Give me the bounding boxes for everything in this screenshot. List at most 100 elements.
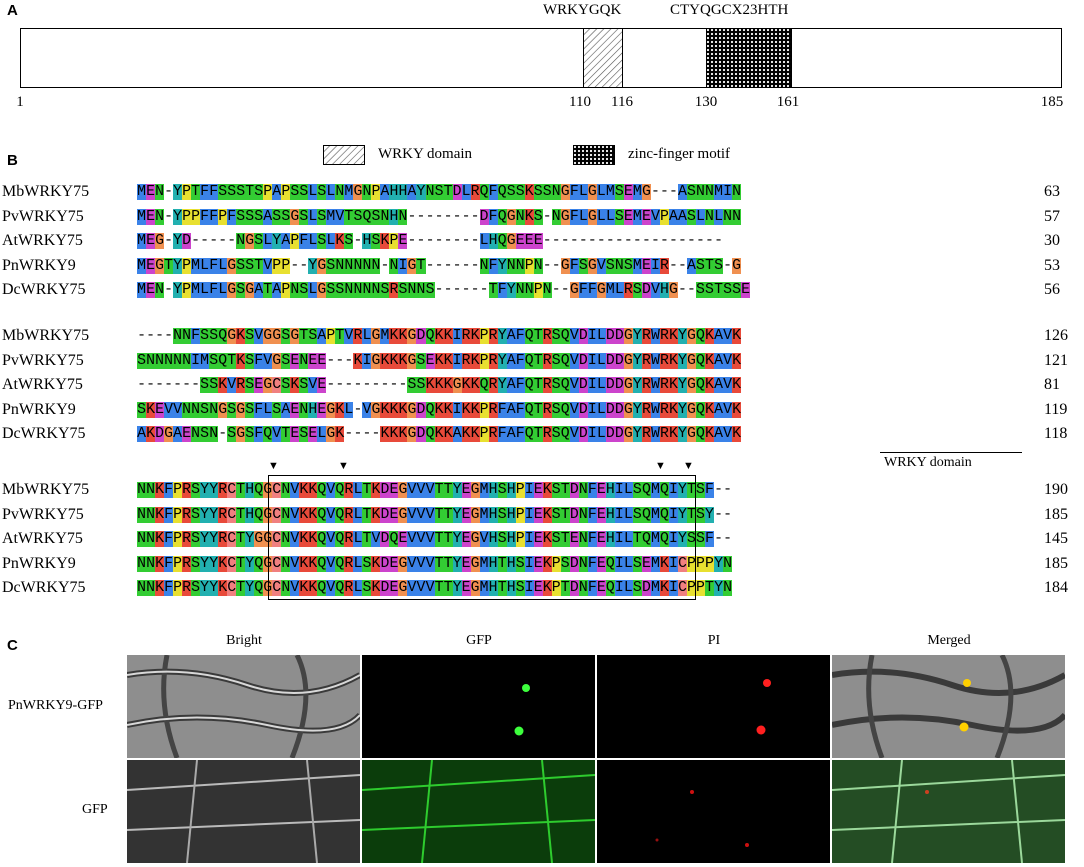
residue: - — [425, 257, 435, 274]
residue: K — [218, 580, 228, 596]
residue: N — [578, 555, 588, 572]
residue: - — [344, 426, 354, 442]
residue: - — [416, 233, 426, 249]
residue: V — [335, 208, 345, 225]
residue: S — [299, 184, 309, 200]
residue: Q — [524, 328, 534, 344]
residue: N — [281, 555, 291, 572]
residue: E — [389, 580, 399, 596]
residue: E — [389, 482, 399, 498]
residue: V — [254, 328, 264, 344]
residue: G — [263, 482, 273, 498]
residue: K — [155, 506, 165, 523]
residue: - — [416, 208, 426, 225]
residue: V — [326, 531, 336, 547]
residue: G — [506, 233, 516, 249]
sequence-end-position: 81 — [1044, 376, 1060, 393]
residue: S — [732, 282, 742, 298]
residue: P — [182, 257, 192, 274]
residue: C — [677, 555, 687, 572]
residue: F — [569, 257, 579, 274]
residue: V — [425, 482, 435, 498]
residue: F — [209, 208, 219, 225]
residue: - — [371, 426, 381, 442]
residue: F — [497, 401, 507, 418]
conserved-h-marker-2: ▼ — [683, 460, 694, 472]
residue: - — [209, 233, 219, 249]
residue: - — [218, 426, 228, 442]
residue: K — [308, 531, 318, 547]
residue: M — [650, 531, 660, 547]
residue: L — [578, 184, 588, 200]
residue: K — [155, 555, 165, 572]
residue: N — [155, 208, 165, 225]
residue: P — [515, 482, 525, 498]
residue: K — [542, 555, 552, 572]
residue: R — [488, 377, 498, 393]
residue: P — [173, 555, 183, 572]
residue: I — [524, 482, 534, 498]
residue: S — [551, 377, 561, 393]
residue: D — [605, 328, 615, 344]
residue: - — [551, 257, 561, 274]
residue: - — [461, 208, 471, 225]
residue: S — [542, 184, 552, 200]
residue: P — [686, 555, 696, 572]
residue: - — [452, 233, 462, 249]
residue: Y — [173, 184, 183, 200]
residue: - — [668, 257, 678, 274]
residue: K — [146, 401, 156, 418]
residue: I — [587, 328, 597, 344]
residue: S — [272, 401, 282, 418]
residue: T — [533, 401, 543, 418]
residue: E — [533, 555, 543, 572]
residue: C — [272, 555, 282, 572]
residue: K — [470, 377, 480, 393]
residue: M — [479, 482, 489, 498]
residue: - — [470, 233, 480, 249]
residue: K — [299, 482, 309, 498]
residue: G — [398, 580, 408, 596]
residue: F — [587, 555, 597, 572]
residue: K — [668, 401, 678, 418]
residue: - — [650, 184, 660, 200]
residue: K — [155, 482, 165, 498]
residue: N — [524, 282, 534, 298]
residue: - — [434, 282, 444, 298]
residue: V — [569, 328, 579, 344]
residue: V — [407, 580, 417, 596]
sequence-end-position: 30 — [1044, 232, 1060, 249]
residue: M — [380, 328, 390, 344]
residue: V — [407, 555, 417, 572]
wrky-domain-box — [583, 28, 623, 88]
residue: N — [362, 257, 372, 274]
residue: A — [272, 184, 282, 200]
residue: - — [659, 233, 669, 249]
residue: Q — [362, 208, 372, 225]
residue: M — [344, 184, 354, 200]
residue: L — [317, 426, 327, 442]
residue: I — [723, 184, 733, 200]
position-110: 110 — [569, 94, 591, 110]
residue: E — [146, 257, 156, 274]
residue: A — [714, 426, 724, 442]
residue: S — [506, 184, 516, 200]
residue: Y — [632, 401, 642, 418]
sequence-name: DcWRKY75 — [2, 281, 86, 298]
legend-zinc-label: zinc-finger motif — [628, 146, 731, 162]
residue: P — [479, 401, 489, 418]
residue: F — [488, 208, 498, 225]
residue: V — [723, 328, 733, 344]
residue: G — [236, 426, 246, 442]
residue: I — [668, 531, 678, 547]
position-161: 161 — [776, 94, 800, 110]
row-label-pnwrky9-gfp: PnWRKY9-GFP — [8, 698, 103, 713]
residue: Y — [200, 555, 210, 572]
residue: - — [461, 282, 471, 298]
residue: S — [344, 233, 354, 249]
residue: Q — [335, 506, 345, 523]
residue: T — [227, 352, 237, 369]
residue: Q — [659, 482, 669, 498]
residue: S — [632, 555, 642, 572]
residue: R — [182, 531, 192, 547]
